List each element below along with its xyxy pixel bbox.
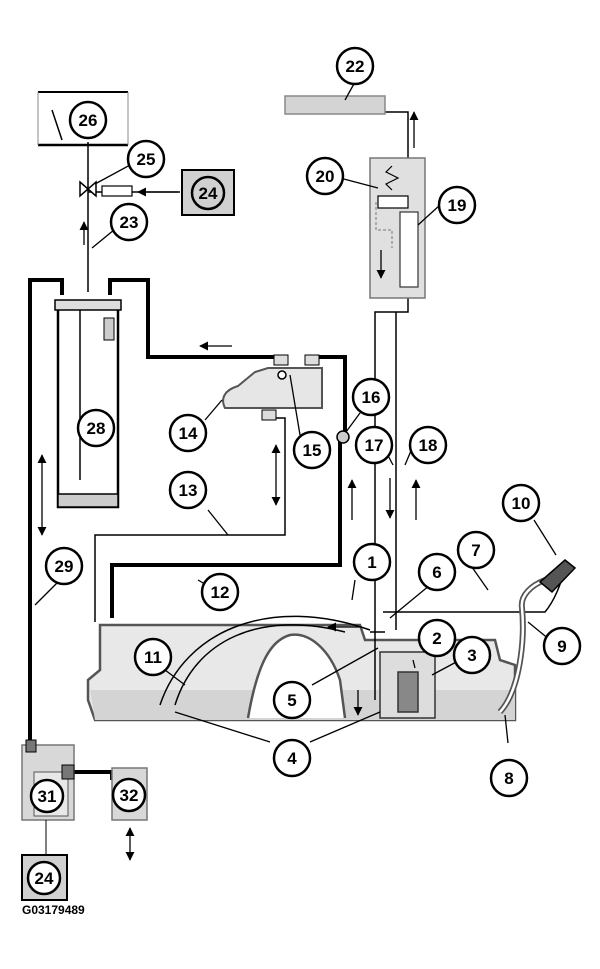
callouts: 1 2 3 4 5 6 7 8 9 10 11 12 13 14 15 16 1…: [26, 46, 582, 896]
svg-text:32: 32: [120, 786, 139, 805]
callout-8: 8: [489, 758, 529, 798]
svg-text:4: 4: [287, 749, 297, 768]
callout-32: 32: [111, 777, 147, 813]
svg-text:29: 29: [55, 557, 74, 576]
svg-text:26: 26: [79, 111, 98, 130]
svg-text:31: 31: [38, 787, 57, 806]
callout-26: 26: [68, 100, 108, 140]
callout-24-top: 24: [190, 175, 226, 211]
svg-text:22: 22: [346, 57, 365, 76]
filler-neck: [497, 559, 577, 715]
figure-code: G03179489: [22, 903, 85, 917]
vent-lines: [87, 111, 566, 706]
callout-12: 12: [200, 572, 240, 612]
callout-3: 3: [452, 635, 492, 675]
callout-4: 4: [272, 738, 312, 778]
svg-text:11: 11: [144, 648, 162, 667]
callout-14: 14: [168, 413, 208, 453]
callout-15: 15: [292, 430, 332, 470]
callout-1: 1: [352, 542, 392, 582]
svg-text:5: 5: [287, 691, 296, 710]
callout-29: 29: [44, 546, 84, 586]
callout-23: 23: [109, 202, 149, 242]
carbon-canister: [54, 299, 122, 509]
svg-text:10: 10: [512, 494, 531, 513]
filter-22-body: [284, 95, 386, 115]
callout-5: 5: [272, 680, 312, 720]
callout-24-bottom: 24: [26, 860, 62, 896]
callout-18: 18: [408, 425, 448, 465]
callout-28: 28: [76, 408, 116, 448]
svg-text:20: 20: [316, 167, 335, 186]
check-valve: [336, 430, 350, 444]
callout-2: 2: [417, 618, 457, 658]
callout-20: 20: [305, 156, 345, 196]
callout-7: 7: [456, 530, 496, 570]
svg-text:7: 7: [471, 541, 480, 560]
svg-text:24: 24: [35, 869, 54, 888]
svg-text:9: 9: [557, 637, 566, 656]
svg-text:17: 17: [365, 436, 384, 455]
callout-22: 22: [335, 46, 375, 86]
leader-lines: [34, 81, 557, 744]
callout-16: 16: [351, 377, 391, 417]
callout-6: 6: [417, 552, 457, 592]
callout-19: 19: [437, 185, 477, 225]
svg-text:14: 14: [179, 424, 198, 443]
svg-text:1: 1: [367, 553, 376, 572]
svg-text:6: 6: [432, 563, 441, 582]
liquid-separator: [222, 354, 323, 421]
callout-25: 25: [126, 139, 166, 179]
callout-13: 13: [168, 470, 208, 510]
svg-text:8: 8: [504, 769, 513, 788]
svg-text:3: 3: [467, 646, 476, 665]
svg-text:25: 25: [137, 150, 156, 169]
svg-text:28: 28: [87, 419, 106, 438]
svg-text:2: 2: [432, 629, 441, 648]
callout-9: 9: [542, 626, 582, 666]
svg-text:16: 16: [362, 388, 381, 407]
svg-text:13: 13: [179, 481, 198, 500]
purge-lines: [28, 278, 347, 780]
callout-17: 17: [354, 425, 394, 465]
svg-text:19: 19: [448, 196, 467, 215]
callout-11: 11: [133, 637, 173, 677]
svg-text:24: 24: [199, 184, 218, 203]
svg-text:18: 18: [419, 436, 438, 455]
shutoff-valve: [79, 180, 133, 198]
svg-text:15: 15: [303, 441, 322, 460]
fuel-pump: [379, 651, 436, 719]
gauge-26: [37, 91, 129, 147]
flow-arrows: [37, 111, 421, 861]
svg-text:12: 12: [211, 583, 230, 602]
valve-assembly: [369, 157, 426, 299]
callout-31: 31: [29, 778, 65, 814]
callout-10: 10: [501, 483, 541, 523]
svg-text:23: 23: [120, 213, 139, 232]
